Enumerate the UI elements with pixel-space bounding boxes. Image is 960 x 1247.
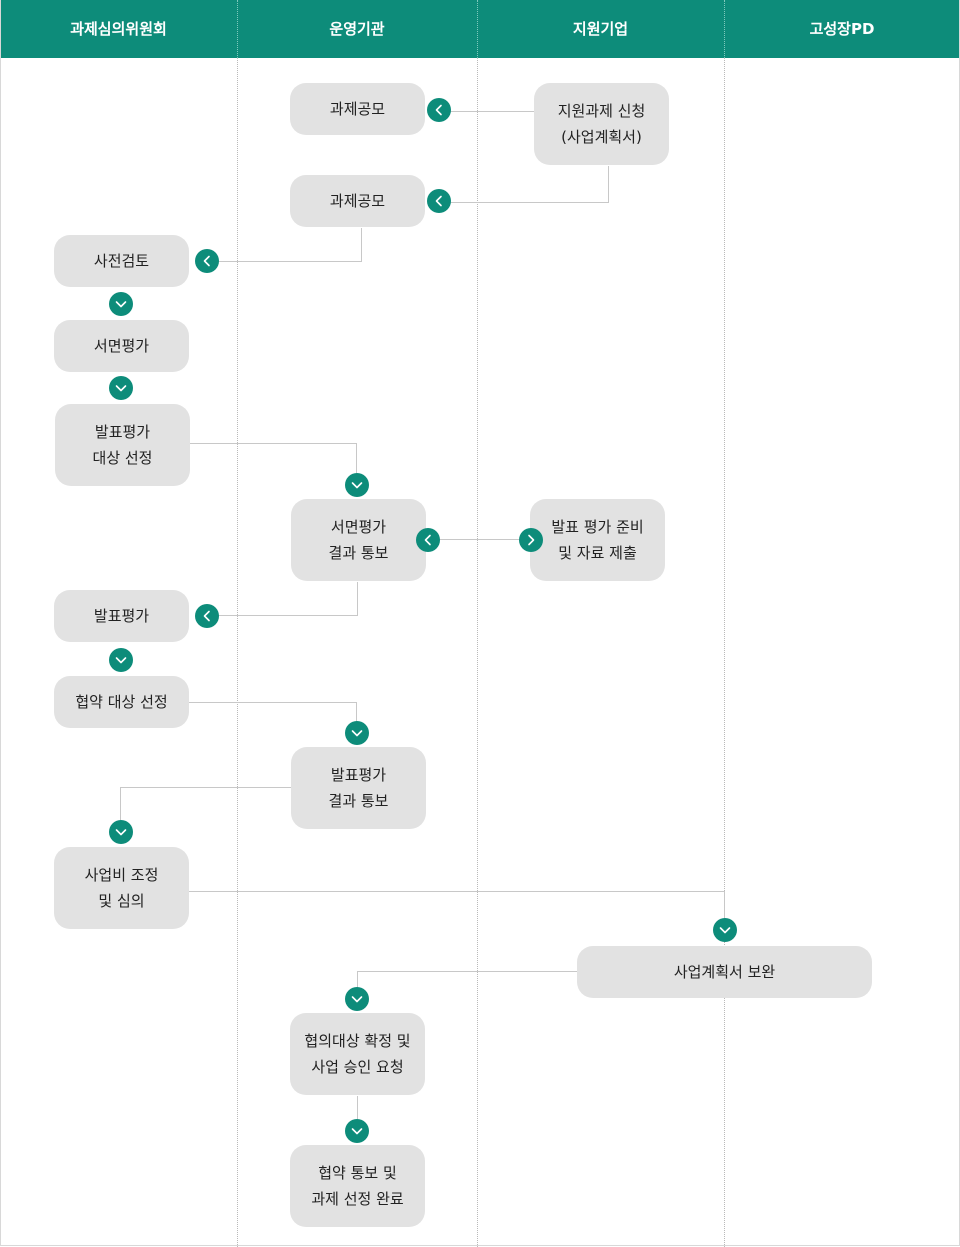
step-box: 발표평가 결과 통보 xyxy=(291,747,426,829)
connector-line xyxy=(357,971,578,988)
connector-line xyxy=(450,166,609,203)
header-divider xyxy=(237,0,238,58)
column-divider xyxy=(724,58,725,1247)
step-box: 지원과제 신청 (사업계획서) xyxy=(534,83,669,165)
chevron-down-icon xyxy=(109,820,133,844)
column-title-operator: 운영기관 xyxy=(329,20,385,38)
chevron-left-icon xyxy=(416,528,440,552)
step-box: 협의대상 확정 및 사업 승인 요청 xyxy=(290,1013,425,1095)
connector-line xyxy=(189,702,357,722)
chevron-left-icon xyxy=(427,189,451,213)
step-box: 발표평가 대상 선정 xyxy=(55,404,190,486)
column-divider xyxy=(237,58,238,1247)
header-divider xyxy=(724,0,725,58)
connector-line xyxy=(218,228,362,262)
chevron-down-icon xyxy=(109,648,133,672)
step-box: 사업계획서 보완 xyxy=(577,946,872,998)
chevron-left-icon xyxy=(427,98,451,122)
step-box: 과제공모 xyxy=(290,175,425,227)
step-box: 발표 평가 준비 및 자료 제출 xyxy=(530,499,665,581)
column-title-pd: 고성장PD xyxy=(809,20,875,38)
step-box: 과제공모 xyxy=(290,83,425,135)
chevron-down-icon xyxy=(345,721,369,745)
chevron-left-icon xyxy=(195,604,219,628)
connector-line xyxy=(120,787,292,821)
step-box: 협약 대상 선정 xyxy=(54,676,189,728)
chevron-left-icon xyxy=(195,249,219,273)
chevron-down-icon xyxy=(713,918,737,942)
step-box: 서면평가 xyxy=(54,320,189,372)
connector-line xyxy=(450,111,534,112)
column-title-company: 지원기업 xyxy=(572,20,629,38)
connector-line xyxy=(439,539,519,540)
step-box: 사전검토 xyxy=(54,235,189,287)
connector-line xyxy=(189,443,357,473)
connector-line xyxy=(357,1096,358,1119)
column-title-committee: 과제심의위원회 xyxy=(70,20,167,38)
column-divider xyxy=(477,58,478,1247)
chevron-right-icon xyxy=(519,528,543,552)
connector-line xyxy=(218,582,358,616)
step-box: 협약 통보 및 과제 선정 완료 xyxy=(290,1145,425,1227)
header-bar: 과제심의위원회 운영기관 지원기업 고성장PD xyxy=(0,0,960,58)
chevron-down-icon xyxy=(109,292,133,316)
chevron-down-icon xyxy=(345,987,369,1011)
step-box: 서면평가 결과 통보 xyxy=(291,499,426,581)
header-divider xyxy=(477,0,478,58)
chevron-down-icon xyxy=(109,376,133,400)
chevron-down-icon xyxy=(345,1119,369,1143)
step-box: 사업비 조정 및 심의 xyxy=(54,847,189,929)
chevron-down-icon xyxy=(345,473,369,497)
connector-line xyxy=(189,891,725,919)
step-box: 발표평가 xyxy=(54,590,189,642)
